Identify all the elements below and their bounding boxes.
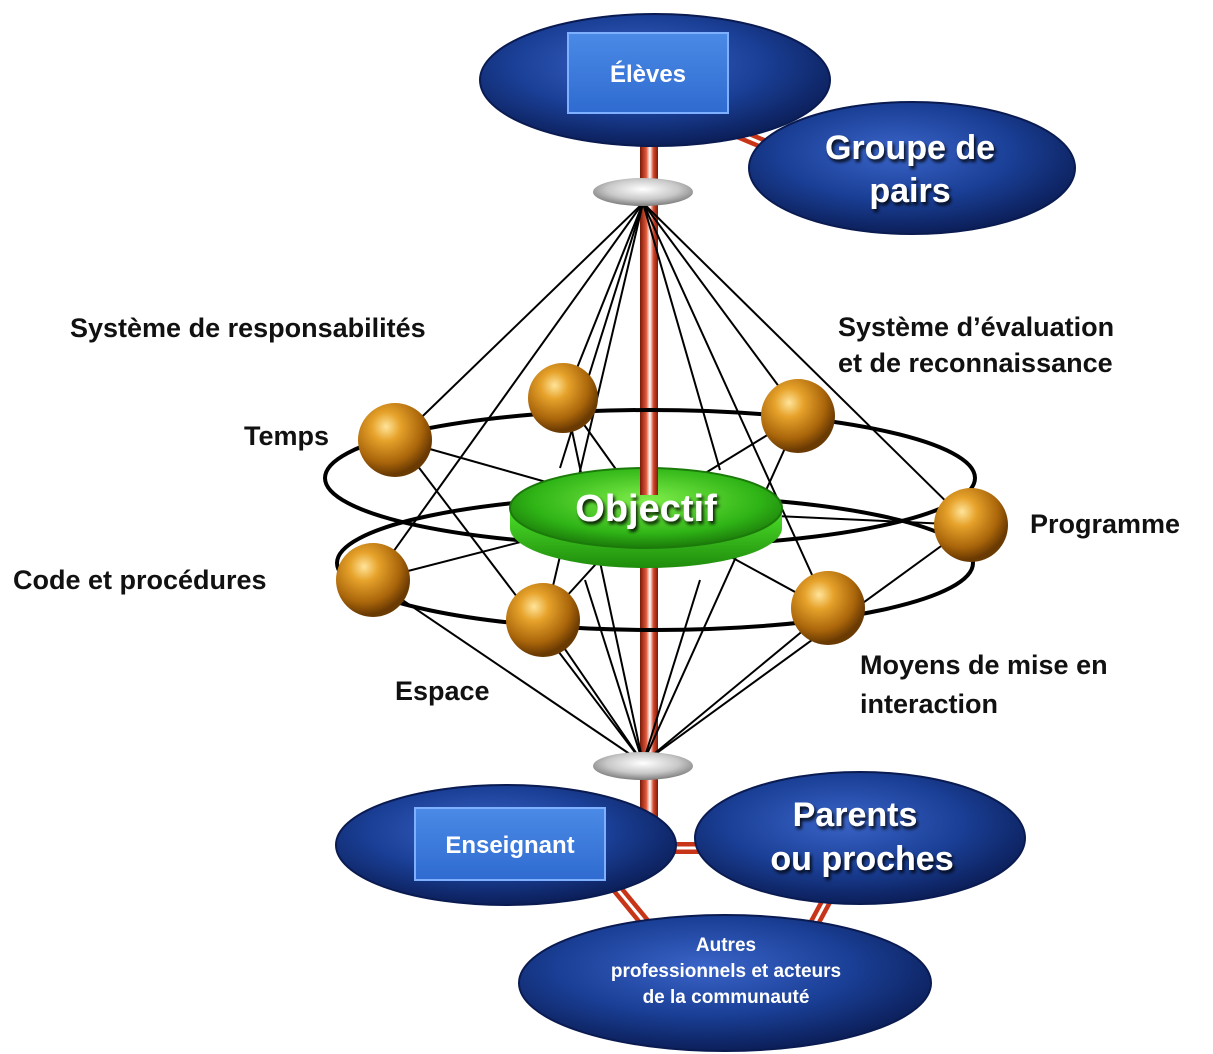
sphere-programme xyxy=(934,488,1008,562)
outer-labels: Système de responsabilités Système d’éva… xyxy=(13,312,1180,719)
parents-label-line2: ou proches xyxy=(770,840,953,878)
sphere-responsabilites xyxy=(528,363,598,433)
node-parents: Parents ou proches xyxy=(694,771,1026,905)
sphere-espace xyxy=(506,583,580,657)
node-groupe-de-pairs: Groupe de pairs xyxy=(748,101,1076,235)
spheres xyxy=(336,363,1008,657)
enseignant-box xyxy=(414,807,606,881)
autres-label-line2: professionnels et acteurs xyxy=(611,961,841,982)
eleves-box xyxy=(567,32,729,114)
label-moyens-2: interaction xyxy=(860,689,998,719)
eleves-label: Élèves xyxy=(610,60,686,88)
label-systeme-responsabilites: Système de responsabilités xyxy=(70,313,426,343)
objective-label: Objectif xyxy=(575,488,717,530)
label-temps: Temps xyxy=(244,421,329,451)
bottom-disc xyxy=(593,752,693,780)
autres-label-line1: Autres xyxy=(696,935,756,956)
label-moyens-1: Moyens de mise en xyxy=(860,650,1108,680)
sphere-code xyxy=(336,543,410,617)
top-disc xyxy=(593,178,693,206)
label-systeme-evaluation-2: et de reconnaissance xyxy=(838,348,1113,378)
sphere-evaluation xyxy=(761,379,835,453)
node-autres: Autres professionnels et acteurs de la c… xyxy=(518,914,932,1052)
sphere-moyens xyxy=(791,571,865,645)
label-code-procedures: Code et procédures xyxy=(13,565,267,595)
autres-label-line3: de la communauté xyxy=(643,987,810,1008)
label-programme: Programme xyxy=(1030,509,1180,539)
label-systeme-evaluation-1: Système d’évaluation xyxy=(838,312,1114,342)
parents-label-line1: Parents xyxy=(793,796,918,834)
enseignant-label: Enseignant xyxy=(445,832,574,859)
sphere-temps xyxy=(358,403,432,477)
objective-disc: Objectif xyxy=(509,455,783,568)
node-enseignant: Enseignant xyxy=(335,784,677,906)
node-eleves: Élèves xyxy=(479,13,831,147)
groupe-label-line1: Groupe de xyxy=(825,129,995,167)
label-espace: Espace xyxy=(395,676,490,706)
groupe-label-line2: pairs xyxy=(869,172,950,210)
